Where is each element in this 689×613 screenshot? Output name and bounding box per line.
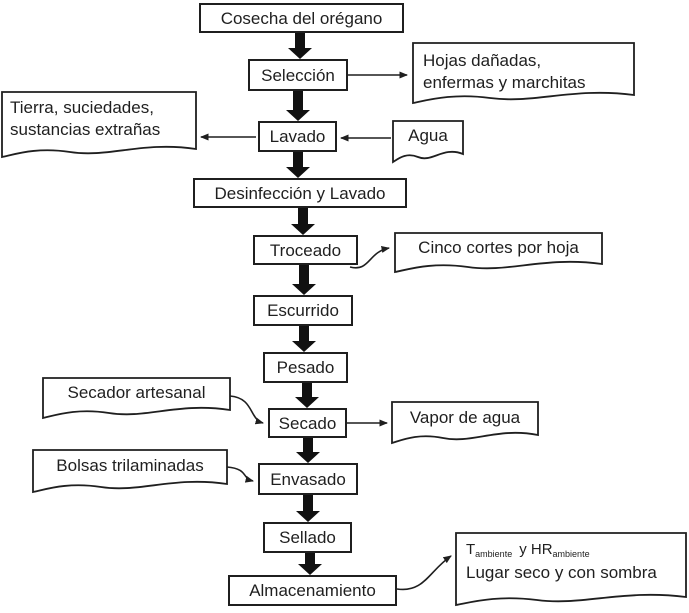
arrow-secador-to-secado xyxy=(229,395,264,425)
step-almacenamiento: Almacenamiento xyxy=(228,575,397,606)
annotation-hojas-line2: enfermas y marchitas xyxy=(423,72,586,92)
annotation-bolsas: Bolsas trilaminadas xyxy=(56,456,204,475)
hr-subscript: ambiente xyxy=(552,549,590,559)
document-shape-secador xyxy=(42,377,231,420)
annotation-hojas: Hojas dañadas, enfermas y marchitas xyxy=(423,50,586,94)
annotation-vapor: Vapor de agua xyxy=(409,408,521,427)
flow-arrow-envasado-sellado xyxy=(296,495,320,522)
document-shape-hojas xyxy=(412,42,635,105)
annotation-secador: Secador artesanal xyxy=(67,383,206,402)
annotation-tierra-line1: Tierra, suciedades, xyxy=(10,98,154,117)
flow-arrow-sellado-almacenamiento xyxy=(298,553,322,575)
step-sellado: Sellado xyxy=(263,522,352,553)
arrow-troceado-to-cinco-cortes xyxy=(349,245,390,269)
document-shape-tierra xyxy=(1,91,197,159)
document-shape-vapor xyxy=(391,401,539,445)
step-cosecha: Cosecha del orégano xyxy=(199,3,404,33)
flow-arrow-desinfeccion-troceado xyxy=(291,208,315,235)
document-shape-bolsas xyxy=(32,449,228,494)
annotation-cinco-cortes: Cinco cortes por hoja xyxy=(418,238,579,257)
step-desinfeccion: Desinfección y Lavado xyxy=(193,178,407,208)
step-pesado: Pesado xyxy=(263,352,348,383)
conjunction-hr: y HR xyxy=(519,541,553,558)
document-shape-condiciones xyxy=(455,532,687,607)
flow-arrow-lavado-desinfeccion xyxy=(286,152,310,178)
annotation-hojas-line1: Hojas dañadas, xyxy=(423,51,542,70)
flow-arrow-secado-envasado xyxy=(296,438,320,463)
temp-symbol: T xyxy=(466,541,476,558)
step-troceado: Troceado xyxy=(253,235,358,265)
document-shape-agua xyxy=(392,120,464,164)
annotation-agua: Agua xyxy=(408,126,448,145)
annotation-tierra: Tierra, suciedades, sustancias extrañas xyxy=(10,97,160,141)
step-escurrido: Escurrido xyxy=(253,295,353,326)
step-seleccion: Selección xyxy=(248,59,348,91)
temp-subscript: ambiente xyxy=(475,549,513,559)
annotation-tierra-line2: sustancias extrañas xyxy=(10,119,161,139)
arrow-bolsas-to-envasado xyxy=(226,466,254,483)
flow-arrow-pesado-secado xyxy=(295,383,319,408)
flow-arrow-seleccion-lavado xyxy=(286,91,310,121)
document-shape-cinco-cortes xyxy=(394,232,603,274)
step-lavado: Lavado xyxy=(258,121,337,152)
flow-arrow-cosecha-seleccion xyxy=(288,32,312,59)
annotation-condiciones-line2: Lugar seco y con sombra xyxy=(466,562,657,582)
flow-arrow-troceado-escurrido xyxy=(292,265,316,295)
step-secado: Secado xyxy=(268,408,347,438)
arrow-almacenamiento-to-condiciones xyxy=(396,555,452,591)
step-envasado: Envasado xyxy=(258,463,358,495)
flow-arrow-escurrido-pesado xyxy=(292,326,316,352)
